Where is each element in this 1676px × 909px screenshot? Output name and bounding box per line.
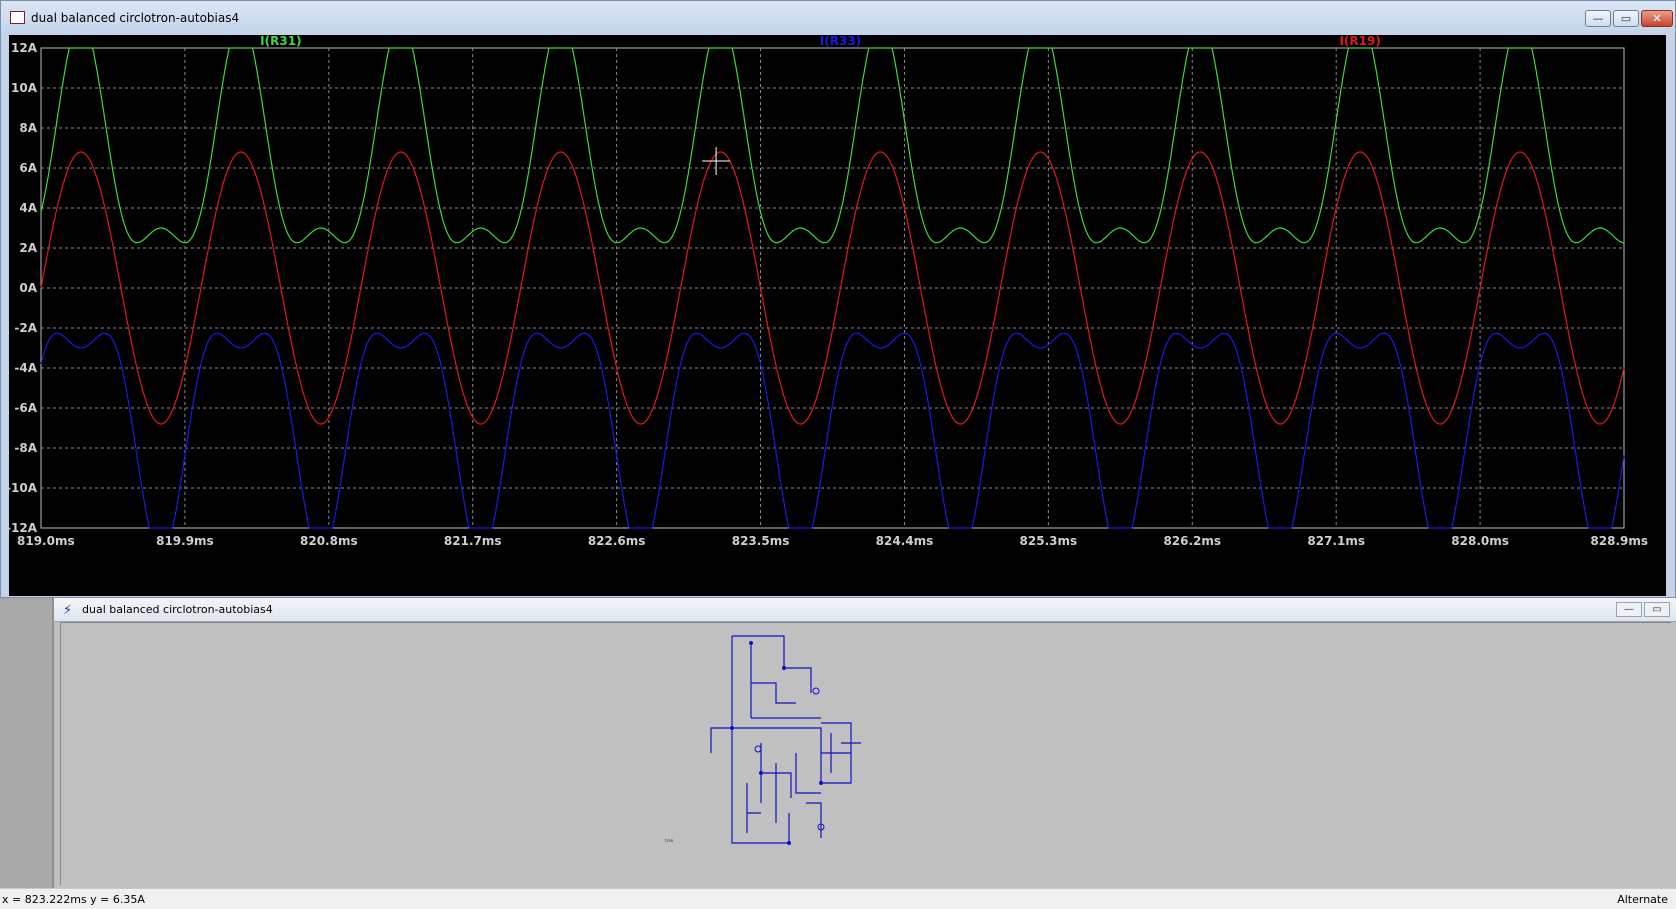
x-tick-label: 828.9ms [1590, 534, 1648, 548]
x-tick-label: 819.9ms [156, 534, 214, 548]
mode-indicator: Alternate [1617, 893, 1668, 906]
circuit-drawing[interactable]: tran [61, 623, 1671, 885]
series-line-blue [40, 332, 1625, 529]
legend-red: I(R19) [1339, 35, 1380, 48]
minimize-button[interactable]: — [1585, 10, 1611, 27]
close-button[interactable]: ✕ [1641, 10, 1673, 27]
x-tick-label: 822.6ms [588, 534, 646, 548]
y-tick-label: -12A [9, 521, 38, 535]
schematic-minimize-button[interactable]: — [1616, 602, 1642, 617]
y-tick-label: -2A [14, 321, 37, 335]
waveform-plot[interactable]: 12A10A8A6A4A2A0A-2A-4A-6A-8A-10A-12A819.… [9, 35, 1666, 596]
y-tick-label: 8A [19, 121, 37, 135]
schematic-maximize-button[interactable]: ▭ [1644, 602, 1670, 617]
y-tick-label: 10A [11, 81, 38, 95]
schematic-stray-label: tran [665, 838, 674, 843]
waveform-titlebar[interactable]: dual balanced circlotron-autobias4 — ▭ ✕ [1, 1, 1675, 35]
x-tick-label: 827.1ms [1307, 534, 1365, 548]
schematic-canvas[interactable]: tran [60, 622, 1671, 885]
circuit-wires [710, 635, 861, 844]
series-line-green [40, 47, 1624, 244]
schematic-window: ⚡ dual balanced circlotron-autobias4 — ▭ [54, 598, 1676, 888]
waveform-window: dual balanced circlotron-autobias4 — ▭ ✕… [0, 0, 1676, 598]
x-tick-label: 823.5ms [732, 534, 790, 548]
y-tick-label: 4A [19, 201, 37, 215]
y-tick-label: -6A [14, 401, 37, 415]
cursor-readout: x = 823.222ms y = 6.35A [2, 893, 145, 906]
legend-green: I(R31) [260, 35, 301, 48]
x-tick-label: 826.2ms [1163, 534, 1221, 548]
x-tick-label: 824.4ms [876, 534, 934, 548]
y-tick-label: 6A [19, 161, 37, 175]
y-tick-label: -8A [14, 441, 37, 455]
schematic-icon: ⚡ [63, 603, 73, 618]
maximize-button[interactable]: ▭ [1613, 10, 1639, 27]
mdi-left-strip [0, 598, 54, 888]
schematic-title: dual balanced circlotron-autobias4 [82, 603, 273, 616]
circuit-nodes [730, 641, 825, 845]
x-tick-label: 825.3ms [1020, 534, 1078, 548]
x-tick-label: 820.8ms [300, 534, 358, 548]
mdi-area: ⚡ dual balanced circlotron-autobias4 — ▭ [0, 598, 1676, 888]
series-line-red [40, 151, 1625, 425]
legend-blue: I(R33) [820, 35, 861, 48]
x-tick-label: 828.0ms [1451, 534, 1509, 548]
x-tick-label: 821.7ms [444, 534, 502, 548]
status-bar: x = 823.222ms y = 6.35A Alternate [0, 888, 1676, 909]
waveform-app-icon [10, 11, 25, 24]
schematic-titlebar[interactable]: ⚡ dual balanced circlotron-autobias4 — ▭ [54, 598, 1676, 622]
window-title: dual balanced circlotron-autobias4 [31, 11, 240, 25]
y-tick-label: 0A [19, 281, 37, 295]
x-tick-label: 819.0ms [17, 534, 75, 548]
y-tick-label: 2A [19, 241, 37, 255]
y-tick-label: -10A [9, 481, 38, 495]
y-tick-label: 12A [11, 41, 38, 55]
y-tick-label: -4A [14, 361, 37, 375]
